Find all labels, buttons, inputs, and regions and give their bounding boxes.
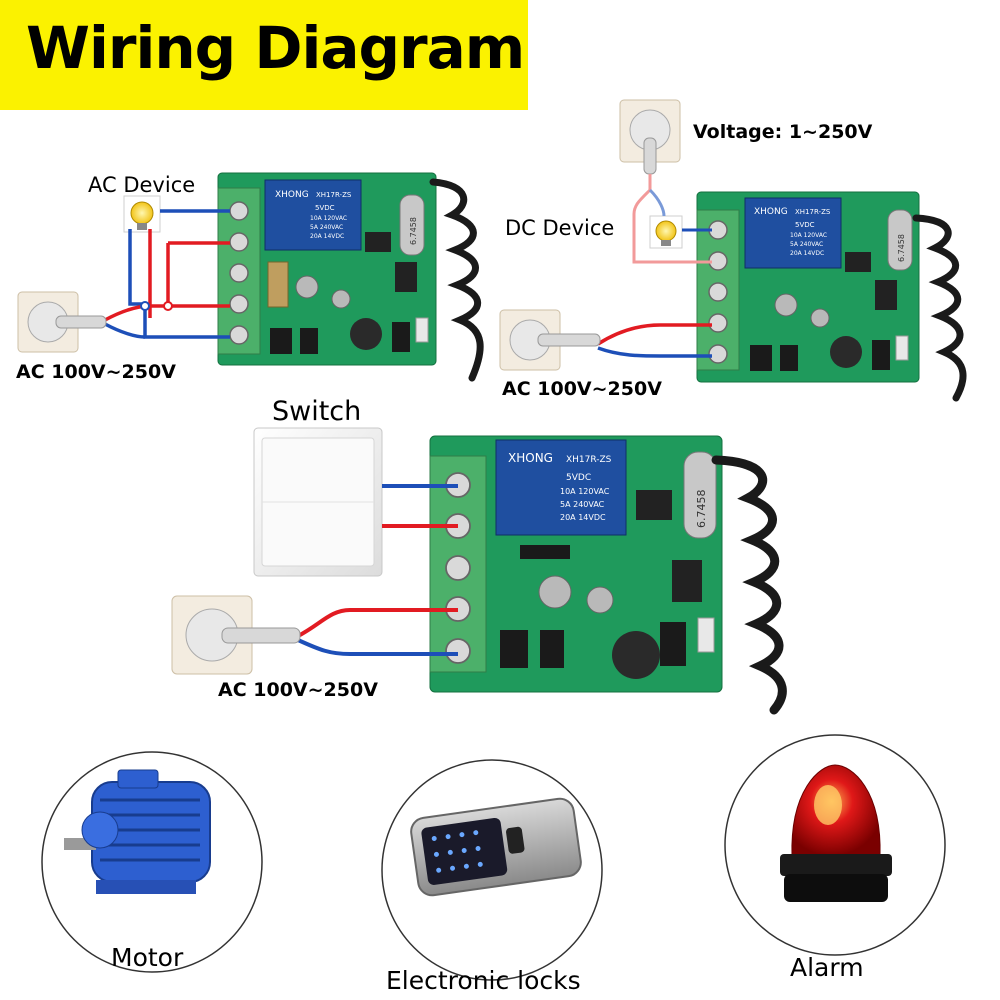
power-socket-icon <box>619 99 681 175</box>
bulb-icon <box>649 215 683 249</box>
ac-wiring <box>104 209 230 339</box>
power-socket-icon <box>17 291 107 353</box>
ac-power-label: AC 100V~250V <box>16 361 176 383</box>
dc-wiring <box>597 174 712 358</box>
wall-switch-icon <box>253 427 383 577</box>
antenna <box>429 178 484 382</box>
crystal <box>399 194 425 256</box>
relay-rating-2: 5A 240VAC <box>310 224 343 231</box>
switch-label: Switch <box>272 396 362 427</box>
relay-module: XHONG XH17R-ZS 5VDC 10A 120VAC 5A 240VAC… <box>429 435 723 693</box>
page-title: Wiring Diagram <box>26 14 525 82</box>
switch-wiring <box>297 484 458 656</box>
antenna <box>912 214 967 402</box>
application-electronic-locks <box>381 759 603 981</box>
relay-coil: 5VDC <box>315 204 335 212</box>
relay <box>264 179 362 251</box>
relay-coil: 5VDC <box>795 221 815 229</box>
crystal-label: 6.7458 <box>409 217 418 245</box>
electronic-locks-label: Electronic locks <box>386 966 581 995</box>
alarm-light-icon <box>780 764 892 902</box>
crystal-label: 6.7458 <box>695 490 708 529</box>
dc-device-label: DC Device <box>505 216 615 240</box>
electronic-lock-icon <box>410 797 582 897</box>
dc-voltage-label: Voltage: 1~250V <box>693 121 873 143</box>
application-motor <box>41 751 263 973</box>
relay-rating-2: 5A 240VAC <box>560 500 605 509</box>
relay-model: XH17R-ZS <box>566 455 612 465</box>
relay-model: XH17R-ZS <box>795 208 831 216</box>
alarm-label: Alarm <box>790 953 864 982</box>
application-alarm <box>724 734 946 956</box>
relay-rating-2: 5A 240VAC <box>790 241 823 248</box>
crystal-label: 6.7458 <box>897 234 906 262</box>
dc-device-diagram: XHONG XH17R-ZS 5VDC 10A 120VAC 5A 240VAC… <box>499 99 967 402</box>
motor-icon <box>64 769 211 894</box>
antenna <box>711 455 787 715</box>
switch-power-label: AC 100V~250V <box>218 679 378 701</box>
relay-rating-1: 10A 120VAC <box>310 215 347 222</box>
relay <box>495 439 627 536</box>
switch-diagram: XHONG XH17R-ZS 5VDC 10A 120VAC 5A 240VAC… <box>171 427 787 715</box>
title-banner: Wiring Diagram <box>0 0 528 110</box>
relay-coil: 5VDC <box>566 473 591 483</box>
relay-rating-1: 10A 120VAC <box>790 232 827 239</box>
relay-brand: XHONG <box>508 451 553 465</box>
crystal <box>887 209 913 271</box>
power-socket-icon <box>499 309 601 371</box>
bulb-icon <box>123 195 161 233</box>
motor-label: Motor <box>111 943 184 972</box>
relay-rating-3: 20A 14VDC <box>560 513 606 522</box>
relay-rating-3: 20A 14VDC <box>310 233 344 240</box>
relay-module: XHONG XH17R-ZS 5VDC 10A 120VAC 5A 240VAC… <box>696 191 920 383</box>
dc-power-label: AC 100V~250V <box>502 378 662 400</box>
relay-brand: XHONG <box>754 207 788 217</box>
crystal <box>683 451 717 539</box>
ac-device-label: AC Device <box>88 173 196 197</box>
relay-module: XHONG XH17R-ZS 5VDC 10A 120VAC 5A 240VAC… <box>217 172 437 366</box>
ac-device-diagram: XHONG XH17R-ZS 5VDC 10A 120VAC 5A 240VAC… <box>17 172 484 382</box>
relay-rating-1: 10A 120VAC <box>560 487 610 496</box>
power-socket-icon <box>171 595 301 675</box>
relay-brand: XHONG <box>275 190 309 200</box>
relay-rating-3: 20A 14VDC <box>790 250 824 257</box>
relay-model: XH17R-ZS <box>316 191 352 199</box>
relay <box>744 197 842 269</box>
